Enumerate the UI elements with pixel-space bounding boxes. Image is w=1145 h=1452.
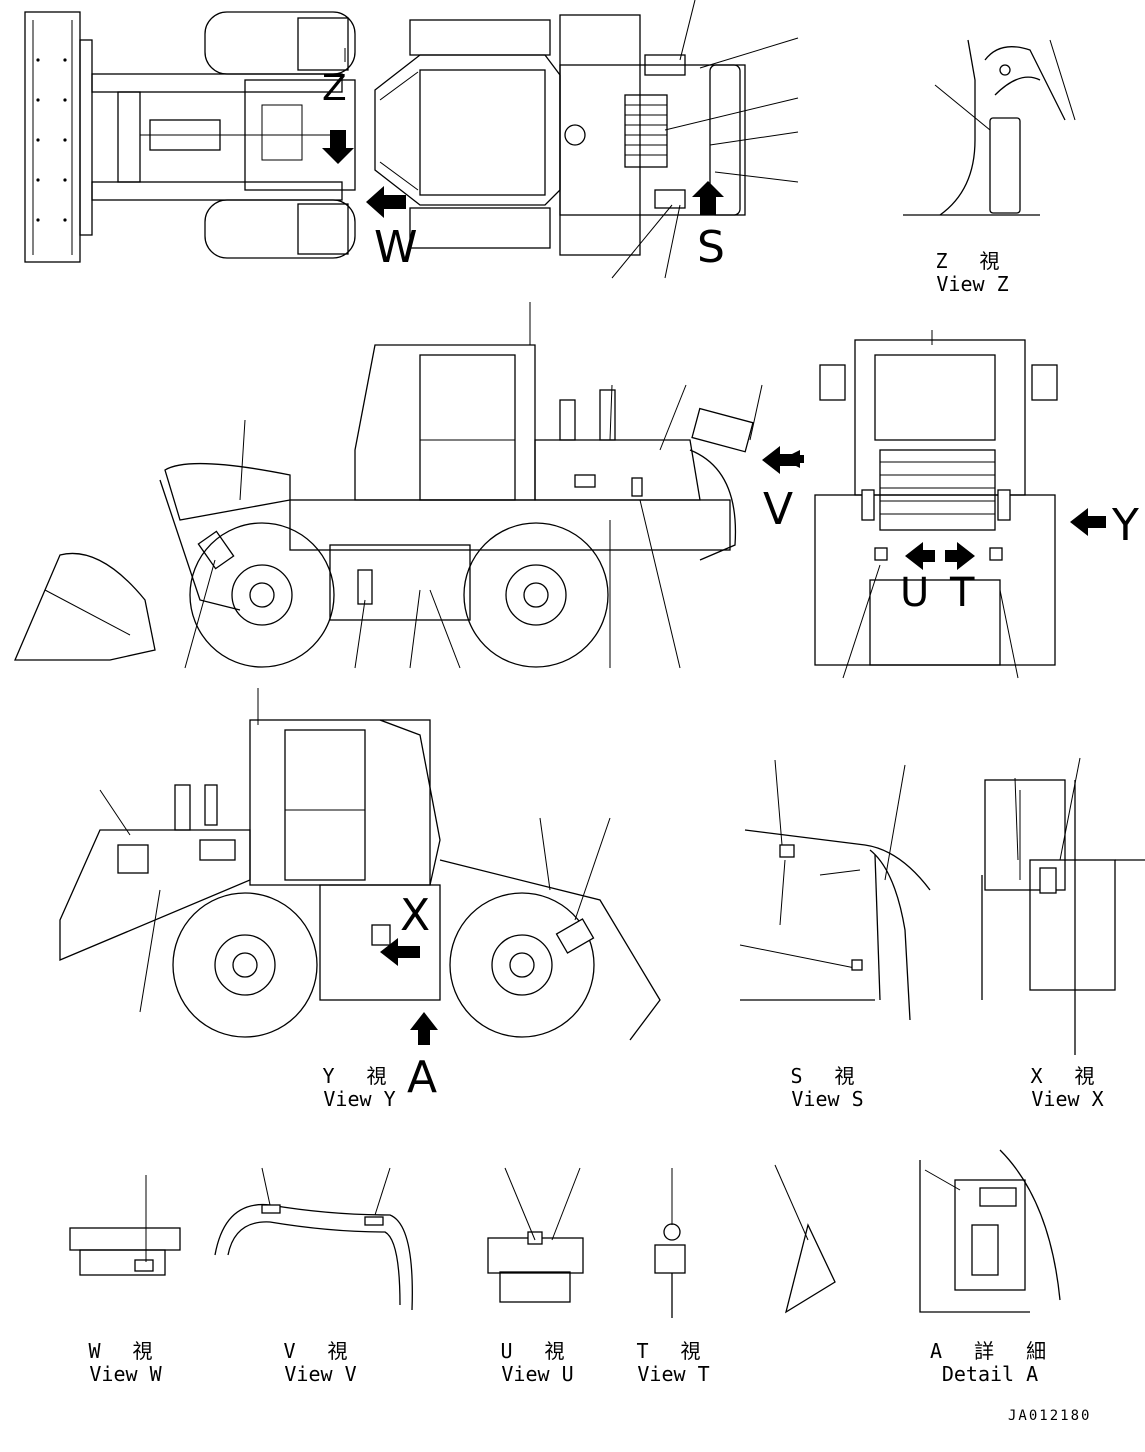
view-x-drawing: [981, 757, 1145, 1055]
caption-view-v-jp: V 視: [283, 1339, 358, 1363]
caption-view-w-en: View W: [89, 1362, 162, 1386]
caption-view-t-jp: T 視: [636, 1339, 711, 1363]
caption-view-y-en: View Y: [323, 1087, 396, 1111]
caption-view-x-en: View X: [1031, 1087, 1104, 1111]
side-view-left: [14, 302, 804, 669]
view-s-drawing: [739, 759, 931, 1021]
caption-view-s-en: View S: [791, 1087, 864, 1111]
letter-s: S: [697, 222, 725, 273]
view-v-drawing: [214, 1167, 413, 1311]
caption-view-x-jp: X 視: [1030, 1064, 1105, 1088]
letter-u: U: [900, 570, 930, 616]
caption-detail-a-en: Detail A: [941, 1362, 1039, 1386]
caption-view-u-en: View U: [501, 1362, 574, 1386]
view-triangle-drawing: [774, 1164, 836, 1314]
letter-y: Y: [1112, 500, 1139, 551]
caption-view-s-jp: S 視: [790, 1064, 865, 1088]
caption-view-z-en: View Z: [936, 272, 1009, 296]
view-z-drawing: [903, 39, 1076, 216]
caption-view-y-jp: Y 視: [322, 1064, 397, 1088]
detail-a-drawing: [919, 1149, 1061, 1313]
view-y-drawing: [59, 688, 661, 1045]
arrow-x-icon: [380, 938, 420, 966]
view-w-drawing: [69, 1175, 181, 1276]
arrow-a-icon: [410, 1012, 438, 1045]
arrow-s-icon: [692, 181, 724, 215]
caption-view-z-jp: Z 視: [935, 249, 1010, 273]
arrow-t-icon: [945, 542, 975, 570]
caption-view-t-en: View T: [637, 1362, 710, 1386]
drawing-code: JA012180: [1008, 1408, 1092, 1424]
arrow-w-icon: [366, 186, 406, 218]
top-plan-view: [24, 0, 799, 279]
letter-t: T: [950, 570, 975, 616]
letter-a: A: [407, 1052, 438, 1103]
arrow-z-icon: [322, 130, 354, 164]
caption-view-v-en: View V: [284, 1362, 357, 1386]
caption-view-u-jp: U 視: [500, 1339, 575, 1363]
arrow-u-icon: [905, 542, 935, 570]
rear-view: [814, 330, 1106, 679]
letter-z: Z: [322, 68, 347, 109]
caption-view-w-jp: W 視: [88, 1339, 163, 1363]
arrow-y-icon: [1070, 508, 1106, 536]
letter-v: V: [763, 484, 794, 535]
view-u-drawing: [487, 1167, 584, 1303]
letter-w: W: [374, 222, 418, 273]
arrow-v-body-icon: [762, 446, 800, 474]
view-t-drawing: [654, 1168, 686, 1318]
letter-x: X: [400, 890, 431, 941]
caption-detail-a-jp: A 詳 細: [930, 1339, 1057, 1363]
